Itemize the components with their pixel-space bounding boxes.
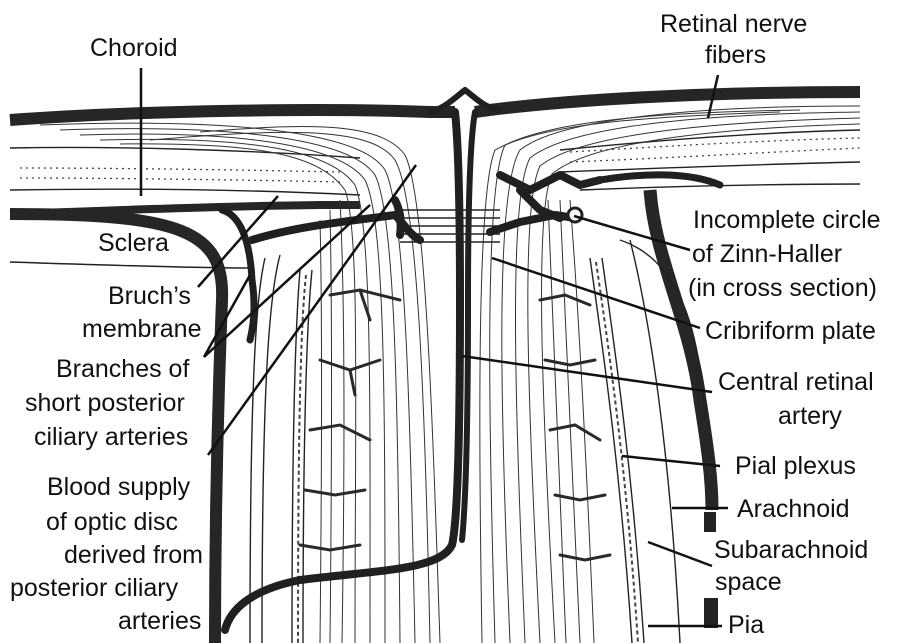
retina-surface	[10, 92, 860, 120]
label-retinal-nerve-fibers-line2: fibers	[705, 41, 766, 69]
label-choroid: Choroid	[90, 34, 178, 62]
label-cribriform-plate: Cribriform plate	[705, 317, 876, 345]
choroid-layer-right	[560, 130, 860, 190]
label-subarachnoid-line2: space	[715, 568, 782, 596]
label-zinn-line3: (in cross section)	[688, 274, 877, 302]
label-sclera: Sclera	[98, 229, 169, 257]
label-pia: Pia	[728, 611, 764, 639]
label-branches-line3: ciliary arteries	[34, 423, 188, 451]
label-blood-line4: posterior ciliary	[10, 574, 179, 602]
leader-lines	[141, 68, 728, 626]
choroid-layer-left	[10, 147, 360, 268]
label-blood-line3: derived from	[64, 541, 203, 569]
label-zinn-line2: of Zinn-Haller	[692, 240, 842, 268]
label-pial-plexus: Pial plexus	[735, 452, 856, 480]
label-branches-line2: short posterior	[25, 389, 185, 417]
label-blood-line5: arteries	[118, 607, 201, 635]
label-central-line2: artery	[778, 402, 842, 430]
label-bruchs-line1: Bruch’s	[108, 282, 191, 310]
label-bruchs-line2: membrane	[82, 315, 202, 343]
label-subarachnoid-line1: Subarachnoid	[714, 536, 868, 564]
label-arachnoid: Arachnoid	[737, 495, 850, 523]
label-zinn-line1: Incomplete circle	[693, 206, 881, 234]
label-central-line1: Central retinal	[718, 368, 874, 396]
leader-subarachnoid	[648, 542, 712, 566]
label-blood-line1: Blood supply	[47, 473, 191, 501]
label-branches-line1: Branches of	[56, 355, 189, 383]
label-retinal-nerve-fibers-line1: Retinal nerve	[660, 10, 807, 38]
label-blood-line2: of optic disc	[46, 508, 178, 536]
